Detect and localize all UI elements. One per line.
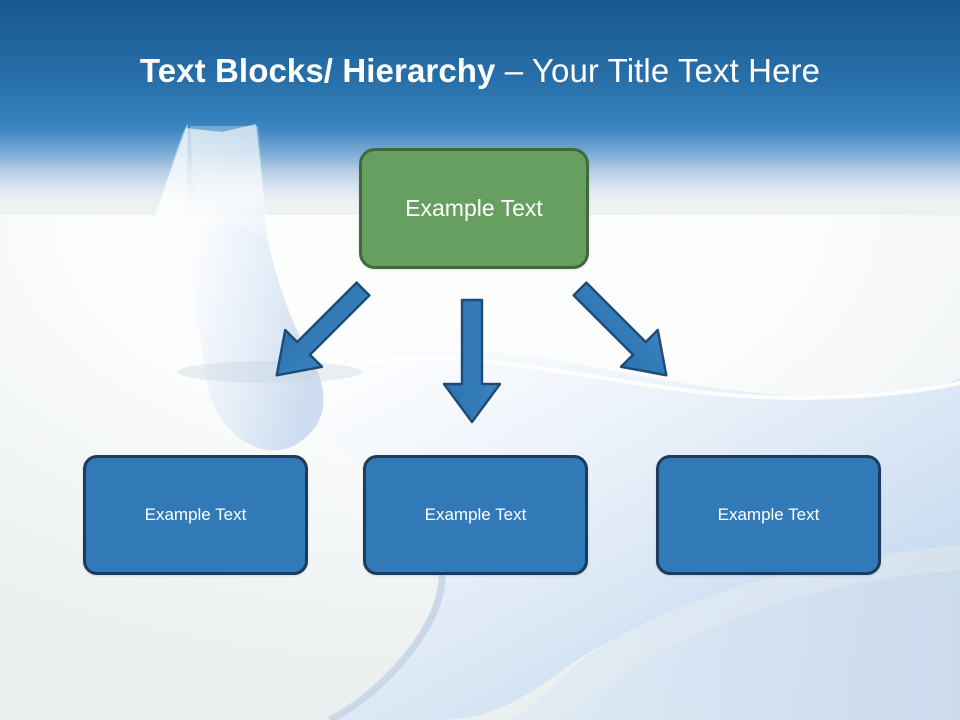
arrow-down-icon <box>442 298 502 424</box>
hierarchy-child-node-2-label: Example Text <box>424 505 527 524</box>
hierarchy-child-node-3-label: Example Text <box>717 505 820 524</box>
page-title: Text Blocks/ Hierarchy – Your Title Text… <box>0 50 960 92</box>
hierarchy-child-node-2[interactable]: Example Text <box>363 455 588 575</box>
title-separator: – <box>495 52 532 89</box>
header-edge-glow <box>0 122 960 132</box>
hierarchy-top-node-label: Example Text <box>405 195 543 221</box>
hierarchy-top-node[interactable]: Example Text <box>359 148 589 269</box>
title-light-part: Your Title Text Here <box>531 52 821 89</box>
hierarchy-child-node-1-label: Example Text <box>144 505 247 524</box>
title-bold-part: Text Blocks/ Hierarchy <box>139 52 496 89</box>
arrow-down-right-icon <box>572 281 668 377</box>
arrow-down-left-icon <box>275 281 371 377</box>
hierarchy-child-node-1[interactable]: Example Text <box>83 455 308 575</box>
hierarchy-child-node-3[interactable]: Example Text <box>656 455 881 575</box>
